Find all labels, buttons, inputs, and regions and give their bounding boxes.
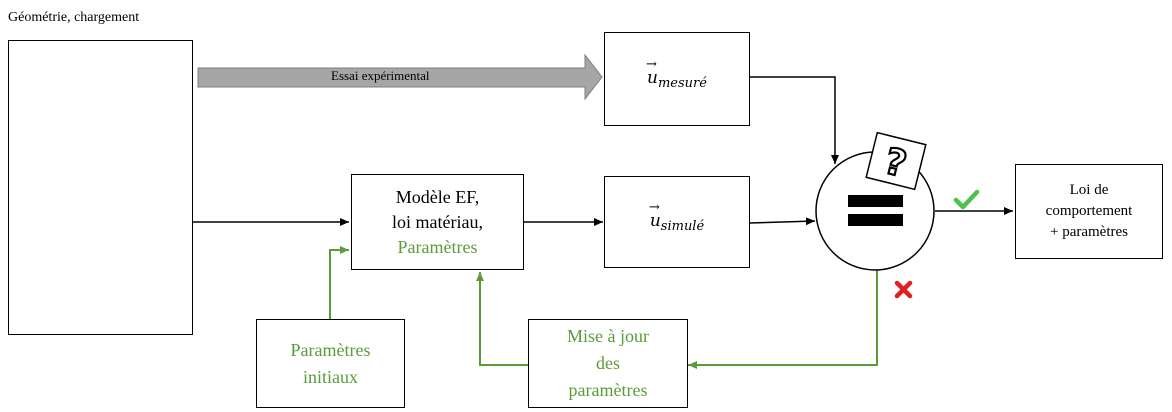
update-line3: paramètres xyxy=(568,380,648,400)
geometry-box xyxy=(8,40,193,335)
model-box: Modèle EF, loi matériau, Paramètres xyxy=(351,174,524,270)
vector-arrow: → xyxy=(646,56,657,72)
cross-icon xyxy=(894,280,913,299)
law-line2: comportement xyxy=(1045,203,1133,219)
law-line1: Loi de xyxy=(1069,182,1109,198)
initial-line2: initiaux xyxy=(303,366,358,387)
u-simulated-box: → usimulé xyxy=(604,176,750,268)
connector-update-model xyxy=(476,272,528,366)
model-line1: Modèle EF, xyxy=(395,186,480,207)
connector-measured-compare xyxy=(750,76,839,164)
u-measured-label: → umesuré xyxy=(646,56,707,91)
vector-arrow: → xyxy=(648,199,660,215)
law-box: Loi de comportement + paramètres xyxy=(1015,164,1163,259)
connector-simulated-compare xyxy=(748,217,816,226)
question-card: ? xyxy=(865,131,927,191)
initial-params-box: Paramètres initiaux xyxy=(256,319,405,408)
update-params-box: Mise à jour des paramètres xyxy=(528,319,688,408)
connector-initial-model xyxy=(329,246,349,319)
law-line3: + paramètres xyxy=(1049,224,1128,240)
u-measured-box: → umesuré xyxy=(604,32,750,126)
connector-compare-update xyxy=(688,268,878,369)
check-icon xyxy=(953,189,980,210)
experiment-label: Essai expérimental xyxy=(331,68,430,83)
update-line2: des xyxy=(596,353,620,373)
model-line3: Paramètres xyxy=(397,236,478,257)
experiment-arrow-shape xyxy=(197,53,603,101)
u-simulated-label: → usimulé xyxy=(648,199,705,234)
model-line2: loi matériau, xyxy=(392,211,483,232)
update-line1: Mise à jour xyxy=(567,326,649,346)
geometry-title: Géométrie, chargement xyxy=(8,10,140,25)
initial-line1: Paramètres xyxy=(290,339,371,360)
